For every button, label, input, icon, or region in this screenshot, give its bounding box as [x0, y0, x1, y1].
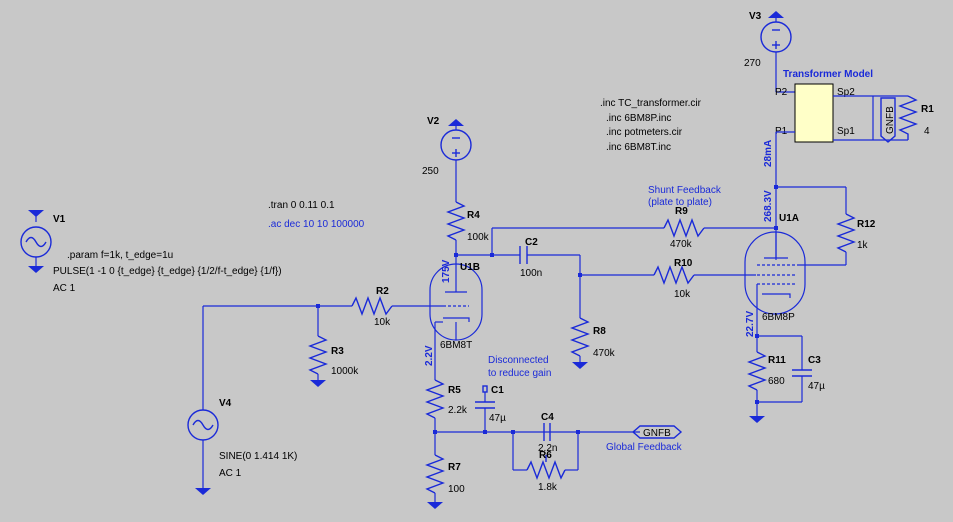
disconnected-note-2: to reduce gain [488, 368, 551, 379]
c3-label: C3 [808, 355, 821, 366]
resistor-r3[interactable] [308, 335, 328, 375]
shunt-feedback-note: Shunt Feedback [648, 185, 722, 196]
u1a-label: U1A [779, 213, 799, 224]
potentiometer-r6[interactable] [526, 455, 566, 480]
c2-value: 100n [520, 268, 542, 279]
r1-value: 4 [924, 126, 930, 137]
source-v3[interactable] [760, 11, 792, 53]
resistor-r10[interactable] [653, 265, 695, 285]
r4-value: 100k [467, 232, 490, 243]
tube-u1b[interactable] [421, 263, 483, 341]
r6-value: 1.8k [538, 482, 558, 493]
ac-directive[interactable]: .ac dec 10 10 100000 [268, 219, 365, 230]
param-directive[interactable]: .param f=1k, t_edge=1u [67, 250, 173, 261]
tran-directive[interactable]: .tran 0 0.11 0.1 [268, 200, 335, 211]
r11-label: R11 [768, 355, 786, 366]
junction-dot [483, 430, 487, 434]
voltage-2-2: 2.2V [424, 345, 435, 366]
c1-value: 47µ [489, 413, 506, 424]
gnfb-label: GNFB [643, 428, 671, 439]
pin-sp1: Sp1 [837, 126, 855, 137]
disconnected-note: Disconnected [488, 355, 549, 366]
r12-label: R12 [857, 219, 876, 230]
gnfb-speaker-label: GNFB [885, 106, 896, 134]
r5-label: R5 [448, 385, 461, 396]
v4-value: SINE(0 1.414 1K) [219, 451, 297, 462]
resistor-r2[interactable] [351, 296, 393, 316]
r6-label: R6 [539, 450, 552, 461]
r7-label: R7 [448, 462, 461, 473]
r9-value: 470k [670, 239, 693, 250]
pin-p2: P2 [775, 87, 788, 98]
capacitor-c1[interactable] [475, 385, 495, 432]
inc-potmeters[interactable]: .inc potmeters.cir [606, 127, 683, 138]
u1a-model: 6BM8P [762, 312, 795, 323]
voltage-175: 175V [441, 259, 452, 283]
u1b-label: U1B [460, 262, 480, 273]
capacitor-c3[interactable] [792, 336, 812, 402]
r9-label: R9 [675, 206, 688, 217]
v2-value: 250 [422, 166, 439, 177]
r8-value: 470k [593, 348, 616, 359]
v1-value: PULSE(1 -1 0 {t_edge} {t_edge} {1/2/f-t_… [53, 266, 282, 277]
c1-label: C1 [491, 385, 504, 396]
c3-value: 47µ [808, 381, 825, 392]
capacitor-c4[interactable] [543, 423, 551, 441]
resistor-r1[interactable] [898, 95, 918, 140]
resistor-r4[interactable] [446, 201, 466, 241]
r12-value: 1k [857, 240, 869, 251]
resistor-r11[interactable] [747, 351, 767, 391]
inc-6bm8p[interactable]: .inc 6BM8P.inc [606, 113, 671, 124]
v2-label: V2 [427, 116, 440, 127]
v1-label: V1 [53, 214, 66, 225]
shunt-feedback-note-2: (plate to plate) [648, 197, 712, 208]
r3-value: 1000k [331, 366, 359, 377]
r2-label: R2 [376, 286, 389, 297]
r5-value: 2.2k [448, 405, 468, 416]
r4-label: R4 [467, 210, 480, 221]
resistor-r12[interactable] [836, 213, 856, 253]
r10-value: 10k [674, 289, 691, 300]
c4-value: 2.2n [538, 443, 557, 454]
v4-ac: AC 1 [219, 468, 242, 479]
voltage-22-7: 22.7V [745, 311, 756, 337]
r7-value: 100 [448, 484, 465, 495]
gnfb-speaker-flag[interactable] [880, 97, 896, 143]
source-v1[interactable] [20, 210, 52, 273]
resistor-r9[interactable] [663, 218, 705, 238]
v3-value: 270 [744, 58, 761, 69]
v4-label: V4 [219, 398, 232, 409]
junction-dot [490, 253, 494, 257]
r10-label: R10 [674, 258, 693, 269]
resistor-r5[interactable] [425, 379, 445, 419]
c4-label: C4 [541, 412, 554, 423]
resistor-r7[interactable] [425, 454, 445, 494]
r2-value: 10k [374, 317, 391, 328]
voltage-268: 268.3V [763, 190, 774, 222]
r11-value: 680 [768, 376, 785, 387]
global-feedback-note: Global Feedback [606, 442, 683, 453]
tube-u1a[interactable] [744, 231, 806, 315]
resistor-r8[interactable] [570, 317, 590, 357]
source-v4[interactable] [187, 409, 219, 495]
c2-label: C2 [525, 237, 538, 248]
inc-transformer[interactable]: .inc TC_transformer.cir [600, 98, 702, 109]
gnfb-net-flag[interactable] [631, 425, 683, 439]
r1-label: R1 [921, 104, 934, 115]
transformer[interactable] [794, 83, 834, 143]
pin-sp2: Sp2 [837, 87, 855, 98]
capacitor-c2[interactable] [519, 246, 528, 264]
v3-label: V3 [749, 11, 762, 22]
r8-label: R8 [593, 326, 606, 337]
transformer-model-note: Transformer Model [783, 69, 873, 80]
u1b-model: 6BM8T [440, 340, 472, 351]
current-28ma: 28mA [763, 140, 774, 167]
inc-6bm8t[interactable]: .inc 6BM8T.inc [606, 142, 671, 153]
source-v2[interactable] [440, 119, 472, 161]
v1-ac: AC 1 [53, 283, 76, 294]
r3-label: R3 [331, 346, 344, 357]
